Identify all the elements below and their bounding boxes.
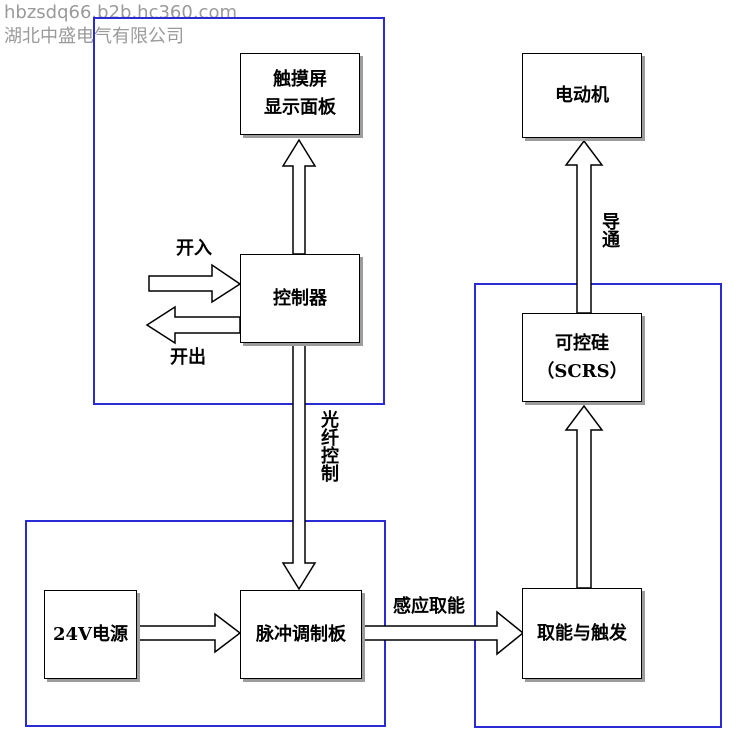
arrow-trigger-to-scr — [564, 404, 604, 589]
controller-label: 控制器 — [273, 287, 327, 309]
arrow-fiber-control — [281, 342, 317, 591]
arrow-conduct — [564, 139, 604, 314]
scr-line2: （SCRS） — [536, 360, 628, 382]
switch-in-label: 开入 — [176, 238, 212, 259]
scr-line1: 可控硅 — [555, 332, 609, 354]
touchscreen-line1: 触摸屏 — [273, 69, 327, 90]
induction-label: 感应取能 — [393, 596, 465, 617]
power-label: 24V电源 — [52, 623, 128, 645]
motor-label: 电动机 — [555, 84, 609, 106]
scr-group-box — [474, 283, 722, 728]
arrow-switch-in — [148, 263, 242, 304]
arrow-induction — [361, 610, 525, 656]
conduct-label: 导通 — [599, 212, 620, 248]
pwm-board-box: 脉冲调制板 — [240, 590, 362, 679]
power-group-box — [25, 520, 386, 727]
trigger-box: 取能与触发 — [522, 588, 642, 679]
trigger-label: 取能与触发 — [537, 622, 627, 644]
touchscreen-display-panel: 触摸屏 显示面板 — [240, 53, 360, 135]
pwm-board-label: 脉冲调制板 — [256, 623, 346, 645]
fiber-control-label: 光纤控制 — [318, 410, 339, 482]
arrow-switch-out — [145, 305, 241, 345]
arrow-controller-to-touchscreen — [281, 138, 317, 255]
arrow-power-to-pwm — [136, 612, 242, 654]
power-box: 24V电源 — [44, 590, 137, 679]
switch-out-label: 开出 — [170, 347, 206, 368]
touchscreen-line2: 显示面板 — [264, 97, 336, 118]
control-group-box — [93, 17, 385, 405]
controller-box: 控制器 — [240, 254, 360, 343]
scr-box: 可控硅 （SCRS） — [522, 313, 642, 402]
motor-box: 电动机 — [522, 53, 642, 138]
